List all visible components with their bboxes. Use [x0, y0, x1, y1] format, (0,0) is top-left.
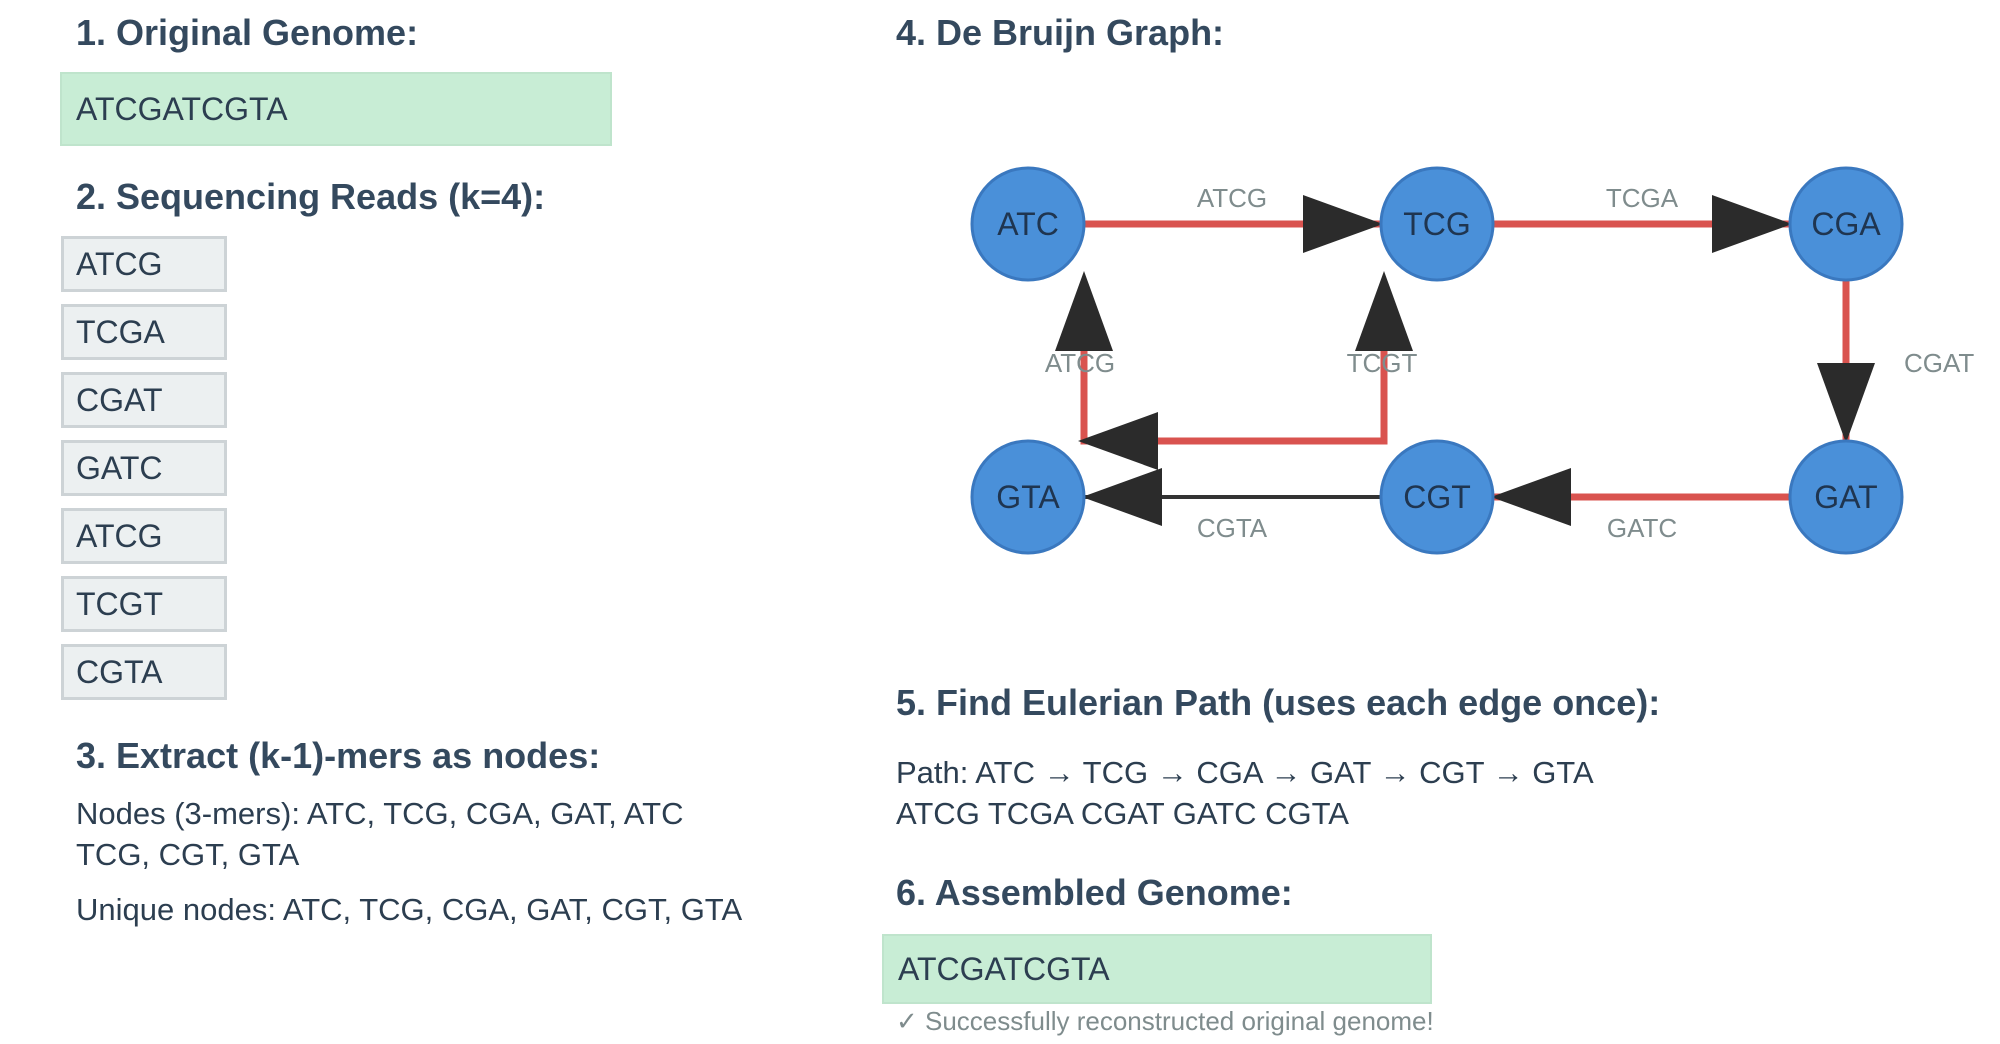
node-circle [1788, 166, 1904, 282]
arrowhead-icon [1712, 195, 1792, 253]
eulerian-path-edges: ATCG TCGA CGAT GATC CGTA [896, 796, 1349, 831]
node-circle [1379, 439, 1495, 555]
assembled-genome-value: ATCGATCGTA [898, 950, 1110, 987]
node-label: GTA [996, 479, 1060, 515]
edge-label-tcga: TCGA [1606, 183, 1679, 213]
de-bruijn-heading: 4. De Bruijn Graph: [896, 12, 1225, 53]
original-genome-heading: 1. Original Genome: [76, 12, 419, 53]
original-genome-value: ATCGATCGTA [76, 90, 288, 127]
node-label: CGT [1403, 479, 1471, 515]
graph-node-tcg: TCG [1379, 166, 1495, 282]
node-circle [1379, 166, 1495, 282]
read-item: CGTA [61, 644, 227, 700]
graph-node-cga: CGA [1788, 166, 1904, 282]
edge-label-atcg-loop: ATCG [1045, 348, 1115, 378]
arrowhead-icon [1078, 412, 1158, 470]
nodes-line-1: Nodes (3-mers): ATC, TCG, CGA, GAT, ATC [76, 796, 684, 831]
edge-label-gatc: GATC [1607, 513, 1677, 543]
node-circle [970, 439, 1086, 555]
edge-label-cgat: CGAT [1904, 348, 1974, 378]
sequencing-reads-heading: 2. Sequencing Reads (k=4): [76, 176, 546, 217]
arrowhead-icon [1082, 468, 1162, 526]
reads-list: ATCG TCGA CGAT GATC ATCG TCGT CGTA [61, 236, 227, 712]
read-item: ATCG [61, 508, 227, 564]
edge-label-tcgt: TCGT [1347, 348, 1418, 378]
assembled-genome-heading: 6. Assembled Genome: [896, 872, 1293, 913]
unique-nodes: Unique nodes: ATC, TCG, CGA, GAT, CGT, G… [76, 892, 743, 927]
arrowhead-icon [1303, 195, 1383, 253]
read-item: GATC [61, 440, 227, 496]
read-item: TCGT [61, 576, 227, 632]
success-message: ✓ Successfully reconstructed original ge… [896, 1006, 1434, 1036]
eulerian-path-heading: 5. Find Eulerian Path (uses each edge on… [896, 682, 1661, 723]
edge-loop [1080, 350, 1388, 445]
read-item: TCGA [61, 304, 227, 360]
node-label: TCG [1403, 206, 1471, 242]
arrowhead-icon [1055, 271, 1113, 351]
extract-kmers-heading: 3. Extract (k-1)-mers as nodes: [76, 735, 601, 776]
graph-node-cgt: CGT [1379, 439, 1495, 555]
read-item: CGAT [61, 372, 227, 428]
original-genome-box: ATCGATCGTA [60, 72, 612, 146]
graph-node-gta: GTA [970, 439, 1086, 555]
arrowhead-icon [1817, 363, 1875, 443]
graph-node-atc: ATC [970, 166, 1086, 282]
arrowhead-icon [1355, 271, 1413, 351]
read-item: ATCG [61, 236, 227, 292]
node-circle [970, 166, 1086, 282]
node-label: CGA [1811, 206, 1881, 242]
edge-label-cgta: CGTA [1197, 513, 1268, 543]
eulerian-path-nodes: Path: ATC → TCG → CGA → GAT → CGT → GTA [896, 755, 1594, 790]
node-label: GAT [1814, 479, 1877, 515]
node-circle [1788, 439, 1904, 555]
node-label: ATC [997, 206, 1059, 242]
nodes-line-2: TCG, CGT, GTA [76, 837, 300, 872]
arrowhead-icon [1491, 468, 1571, 526]
graph-node-gat: GAT [1788, 439, 1904, 555]
edge-label-atcg: ATCG [1197, 183, 1267, 213]
assembled-genome-box: ATCGATCGTA [882, 934, 1432, 1004]
